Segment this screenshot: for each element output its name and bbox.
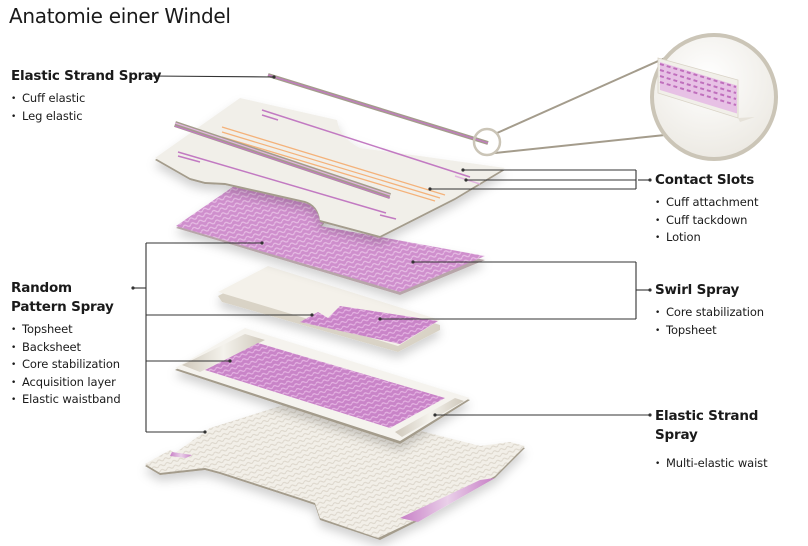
callout-list: Cuff elastic Leg elastic — [11, 90, 161, 125]
core-swirl-layer — [218, 266, 440, 352]
callout-swirl-spray: Swirl Spray Core stabilization Topsheet — [655, 281, 764, 339]
leader-dots — [131, 74, 652, 434]
callout-heading: Contact Slots — [655, 172, 755, 188]
callout-list: Cuff attachment Cuff tackdown Lotion — [655, 194, 758, 247]
magnifier — [472, 33, 778, 161]
callout-heading: Swirl Spray — [655, 282, 740, 298]
callout-item: Elastic waistband — [11, 391, 131, 409]
callout-item: Cuff elastic — [11, 90, 161, 108]
callout-elastic-strand-spray-bottom: Elastic Strand Spray Multi-elastic waist — [655, 407, 768, 473]
callout-item: Cuff attachment — [655, 194, 758, 212]
callout-random-pattern-spray: Random Pattern Spray Topsheet Backsheet … — [11, 279, 131, 409]
leader-lines — [133, 75, 650, 433]
callout-item: Topsheet — [11, 321, 131, 339]
callout-heading: Elastic Strand Spray — [11, 68, 162, 84]
diagram-title: Anatomie einer Windel — [9, 4, 231, 28]
callout-item: Multi-elastic waist — [655, 455, 768, 473]
callout-item: Topsheet — [655, 322, 764, 340]
backsheet-layer — [145, 400, 525, 540]
callout-list: Topsheet Backsheet Core stabilization Ac… — [11, 321, 131, 409]
callout-list: Multi-elastic waist — [655, 455, 768, 473]
callout-heading: Random Pattern Spray — [11, 280, 114, 315]
callout-item: Cuff tackdown — [655, 212, 758, 230]
callout-item: Leg elastic — [11, 108, 161, 126]
acquisition-frame-layer — [175, 328, 470, 444]
callout-list: Core stabilization Topsheet — [655, 304, 764, 339]
callout-item: Core stabilization — [11, 356, 131, 374]
callout-heading: Elastic Strand Spray — [655, 408, 759, 443]
elastic-strands — [174, 73, 489, 199]
callout-item: Core stabilization — [655, 304, 764, 322]
magnifier-small-ring — [472, 127, 502, 157]
topsheet-layer — [155, 98, 505, 238]
random-pattern-layer — [176, 182, 485, 295]
callout-elastic-strand-spray-top: Elastic Strand Spray Cuff elastic Leg el… — [11, 67, 161, 125]
callout-item: Acquisition layer — [11, 374, 131, 392]
callout-item: Lotion — [655, 229, 758, 247]
callout-item: Backsheet — [11, 339, 131, 357]
magnified-strand-cells — [659, 61, 737, 114]
callout-contact-slots: Contact Slots Cuff attachment Cuff tackd… — [655, 171, 758, 247]
